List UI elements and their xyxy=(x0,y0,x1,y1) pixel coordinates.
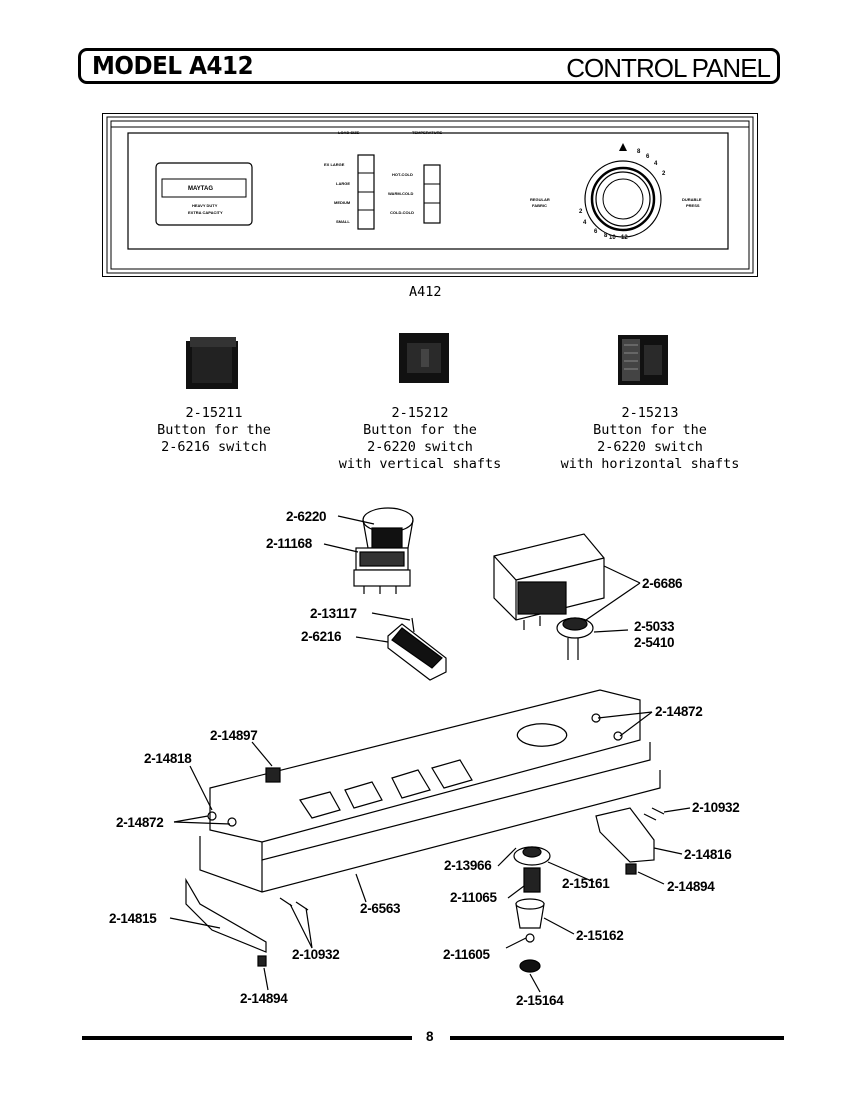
dial-num-1: 2 xyxy=(579,209,583,215)
part-label-2-15161: 2-15161 xyxy=(562,876,610,891)
temp-hot-cold: HOT-COLD xyxy=(392,172,413,177)
page-number: 8 xyxy=(426,1029,434,1044)
desc-line: with horizontal shafts xyxy=(560,456,740,472)
timer-durable: DURABLE xyxy=(682,197,702,202)
dial-num-4: 8 xyxy=(604,233,608,239)
part-number: 2-15212 xyxy=(391,405,449,421)
dial-num-6: 12 xyxy=(621,235,628,241)
timer-fabric: FABRIC xyxy=(532,203,547,208)
part-label-2-13117: 2-13117 xyxy=(310,606,357,621)
part-label-2-14897: 2-14897 xyxy=(210,728,258,743)
part-label-2-11065: 2-11065 xyxy=(450,890,497,905)
part-label-2-13966: 2-13966 xyxy=(444,858,492,873)
load-ex-large: EX LARGE xyxy=(324,162,345,167)
dial-num-9: 6 xyxy=(646,154,650,160)
part-label-2-10932-right: 2-10932 xyxy=(692,800,740,815)
part-label-2-14818: 2-14818 xyxy=(144,751,192,766)
button-15213-desc: 2-15213 Button for the 2-6220 switch wit… xyxy=(550,405,750,473)
desc-line: Button for the xyxy=(363,422,477,438)
part-label-2-5033: 2-5033 xyxy=(634,619,675,634)
section-title: CONTROL PANEL xyxy=(566,53,771,83)
button-15211-image xyxy=(184,335,240,390)
part-label-2-6220: 2-6220 xyxy=(286,509,327,524)
temp-cold-cold: COLD-COLD xyxy=(390,210,414,215)
desc-line: Button for the xyxy=(593,422,707,438)
part-label-2-10932-bottom: 2-10932 xyxy=(292,947,340,962)
part-label-2-14894-right: 2-14894 xyxy=(667,879,715,894)
brand-sub-2: EXTRA CAPACITY xyxy=(188,210,223,215)
panel-caption: A412 xyxy=(409,284,442,300)
part-label-2-14815: 2-14815 xyxy=(109,911,157,926)
part-label-2-6216: 2-6216 xyxy=(301,629,342,644)
part-label-2-14894-bottom: 2-14894 xyxy=(240,991,288,1006)
brand-logo: MAYTAG xyxy=(188,186,214,192)
part-label-2-15164: 2-15164 xyxy=(516,993,564,1008)
desc-line: Button for the xyxy=(157,422,271,438)
footer-rule-right xyxy=(450,1036,784,1040)
load-small: SMALL xyxy=(336,219,350,224)
button-15211-desc: 2-15211 Button for the 2-6216 switch xyxy=(144,405,284,456)
part-label-2-6563: 2-6563 xyxy=(360,901,401,916)
button-15213-image xyxy=(616,331,670,387)
desc-line: with vertical shafts xyxy=(338,456,502,472)
load-medium: MEDIUM xyxy=(334,200,351,205)
load-large: LARGE xyxy=(336,181,350,186)
timer-press: PRESS xyxy=(686,203,700,208)
control-panel-illustration: LOAD SIZE TEMPERATURE MAYTAG HEAVY DUTY … xyxy=(102,113,758,277)
model-title: MODEL A412 xyxy=(92,51,254,80)
part-number: 2-15213 xyxy=(621,405,679,421)
part-label-2-11605: 2-11605 xyxy=(443,947,490,962)
part-label-2-5410: 2-5410 xyxy=(634,635,675,650)
dial-num-7: 2 xyxy=(662,171,666,177)
desc-line: 2-6220 switch xyxy=(367,439,473,455)
button-15212-image xyxy=(397,329,451,385)
footer-rule-left xyxy=(82,1036,412,1040)
part-label-2-14872-left: 2-14872 xyxy=(116,815,164,830)
dial-num-10: 8 xyxy=(637,149,641,155)
part-label-2-11168: 2-11168 xyxy=(266,536,312,551)
part-label-2-6686: 2-6686 xyxy=(642,576,683,591)
dial-num-3: 6 xyxy=(594,229,598,235)
load-size-label: LOAD SIZE xyxy=(338,130,360,135)
part-label-2-14872-top: 2-14872 xyxy=(655,704,703,719)
desc-line: 2-6216 switch xyxy=(161,439,267,455)
temperature-label: TEMPERATURE xyxy=(412,130,443,135)
header-frame xyxy=(78,48,780,84)
dial-num-2: 4 xyxy=(583,220,587,226)
dial-num-5: 10 xyxy=(609,235,616,241)
brand-sub-1: HEAVY DUTY xyxy=(192,203,218,208)
timer-regular: REGULAR xyxy=(530,197,550,202)
desc-line: 2-6220 switch xyxy=(597,439,703,455)
dial-num-8: 4 xyxy=(654,161,658,167)
part-label-2-15162: 2-15162 xyxy=(576,928,624,943)
part-number: 2-15211 xyxy=(185,405,243,421)
temp-warm-cold: WARM-COLD xyxy=(388,191,414,196)
part-label-2-14816: 2-14816 xyxy=(684,847,732,862)
button-15212-desc: 2-15212 Button for the 2-6220 switch wit… xyxy=(330,405,510,473)
